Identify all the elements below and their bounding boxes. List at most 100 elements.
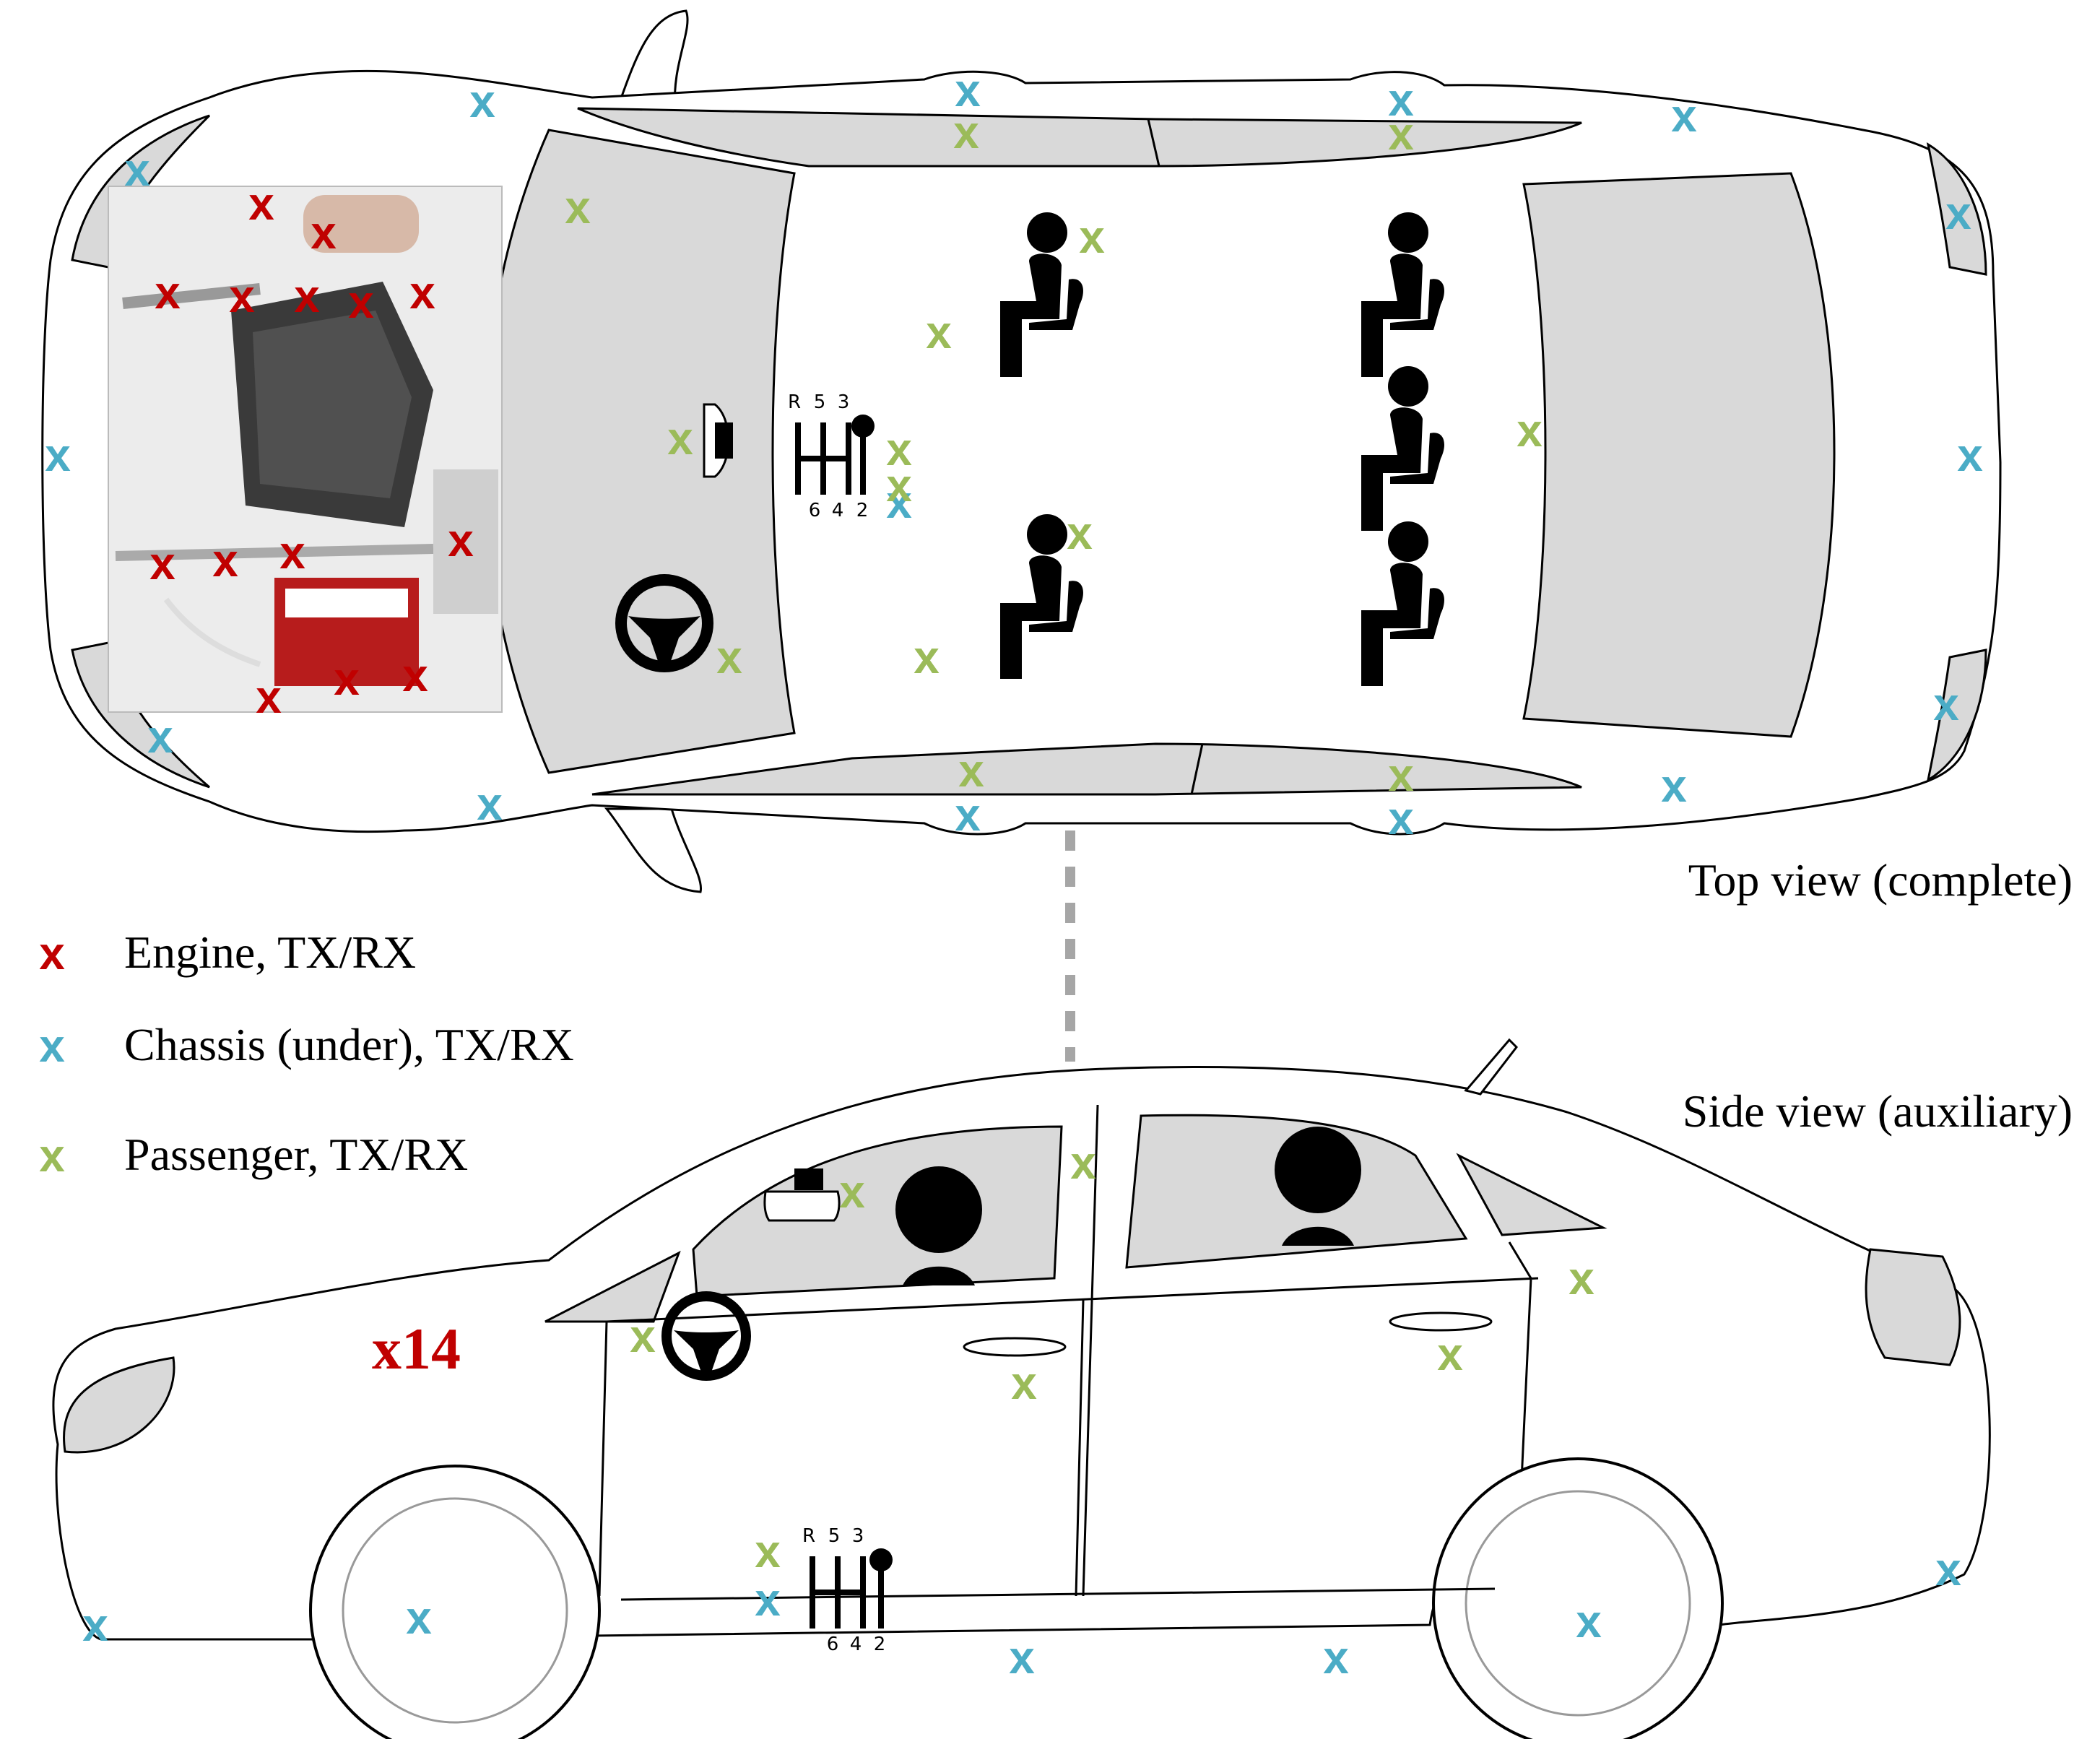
rear-view-mirror-icon <box>763 1168 841 1222</box>
chassis-sensor-marker: x <box>1935 1543 1961 1595</box>
svg-text:R: R <box>802 1525 815 1547</box>
rear-window-top <box>1522 172 1836 738</box>
engine-photo <box>108 186 503 713</box>
right-mirror-top <box>604 807 703 893</box>
passenger-sensor-marker: x <box>839 1166 865 1218</box>
svg-text:2: 2 <box>856 500 869 521</box>
front-quarter-window <box>544 1250 681 1323</box>
engine-sensor-marker: x <box>279 526 305 578</box>
svg-text:4: 4 <box>832 500 844 521</box>
passenger-sensor-marker: x <box>1388 108 1414 160</box>
engine-sensor-marker: x <box>409 266 435 318</box>
engine-sensor-marker: x <box>311 207 337 259</box>
passenger-sensor-marker: x <box>630 1310 656 1362</box>
chassis-sensor-marker: x <box>45 429 71 481</box>
engine-sensor-marker: x <box>149 537 175 589</box>
chassis-sensor-marker: x <box>886 476 912 528</box>
engine-sensor-marker: x <box>448 514 474 566</box>
front-door-window <box>692 1125 1063 1298</box>
chassis-sensor-marker: x <box>955 789 981 841</box>
rear-quarter-window <box>1456 1153 1607 1236</box>
passenger-sensor-marker: x <box>1388 749 1414 801</box>
passenger-sensor-marker: x <box>926 306 952 358</box>
gear-shift-icon: R 5 3 6 4 2 <box>802 1525 893 1655</box>
top-view-caption: Top view (complete) <box>1688 854 2073 906</box>
svg-text:5: 5 <box>814 391 826 413</box>
side-view-caption: Side view (auxiliary) <box>1683 1085 2073 1137</box>
chassis-sensor-marker: x <box>147 711 173 763</box>
steering-wheel-icon <box>661 1291 751 1381</box>
svg-text:R: R <box>788 391 801 413</box>
passenger-sensor-marker: x <box>755 1525 781 1577</box>
passenger-sensor-marker: x <box>1517 404 1543 456</box>
engine-sensor-marker: x <box>248 178 274 230</box>
svg-text:2: 2 <box>874 1634 886 1655</box>
chassis-sensor-marker: x <box>1671 90 1697 142</box>
steering-wheel-icon <box>615 574 713 672</box>
passenger-sensor-marker: x <box>1067 507 1093 559</box>
passenger-sensor-marker: x <box>886 423 912 475</box>
front-right-headlight <box>71 641 210 789</box>
legend-marker-engine: x <box>39 927 65 979</box>
passenger-sensor-marker: x <box>886 459 912 511</box>
svg-text:4: 4 <box>850 1634 862 1655</box>
legend: x Engine, TX/RX x Chassis (under), TX/RX… <box>39 927 574 1181</box>
legend-label-engine: Engine, TX/RX <box>124 927 416 978</box>
chassis-sensor-marker: x <box>469 75 495 127</box>
passenger-sensor-marker: x <box>958 745 984 797</box>
rear-right-taillight <box>1926 649 1987 783</box>
chassis-sensor-marker: x <box>406 1592 432 1644</box>
passenger-sensor-marker: x <box>1079 211 1105 263</box>
svg-text:5: 5 <box>828 1525 841 1547</box>
left-mirror-top <box>615 9 689 110</box>
chassis-sensor-marker: x <box>124 144 150 196</box>
legend-marker-chassis: x <box>39 1020 65 1072</box>
passenger-sensor-marker: x <box>1437 1328 1463 1380</box>
chassis-sensor-marker: x <box>1576 1595 1602 1647</box>
rear-wheel <box>1432 1457 1724 1739</box>
front-headlight-side <box>63 1356 175 1454</box>
passenger-sensor-marker: x <box>1569 1252 1594 1304</box>
front-wheel <box>309 1465 601 1739</box>
engine-sensor-marker: x <box>155 266 181 318</box>
svg-text:3: 3 <box>838 391 850 413</box>
tail-light-side <box>1865 1248 1961 1366</box>
rear-view-mirror-icon <box>703 403 733 478</box>
chassis-sensor-marker: x <box>1945 187 1971 239</box>
side-view-car <box>52 1038 1991 1739</box>
legend-label-chassis: Chassis (under), TX/RX <box>124 1019 574 1070</box>
passenger-sensor-marker: x <box>1070 1137 1096 1189</box>
passenger-sensor-marker: x <box>667 412 693 464</box>
chassis-sensor-marker: x <box>1323 1631 1349 1683</box>
svg-text:6: 6 <box>809 500 821 521</box>
chassis-sensor-marker: x <box>477 778 503 830</box>
chassis-sensor-marker: x <box>755 1574 781 1626</box>
chassis-sensor-marker: x <box>82 1599 108 1651</box>
engine-sensor-marker: x <box>229 270 255 322</box>
passenger-sensor-marker: x <box>716 631 742 683</box>
left-side-windows-top <box>577 107 1582 168</box>
right-side-windows-top <box>591 742 1582 796</box>
engine-sensor-marker: x <box>348 276 374 328</box>
chassis-sensor-marker: x <box>1957 429 1983 481</box>
legend-label-passenger: Passenger, TX/RX <box>124 1129 468 1180</box>
engine-count-label: x14 <box>372 1316 461 1382</box>
passenger-sensor-marker: x <box>953 106 979 158</box>
passenger-sensor-marker: x <box>914 631 940 683</box>
chassis-sensor-marker: x <box>1009 1631 1035 1683</box>
engine-sensor-marker: x <box>402 649 428 701</box>
chassis-sensor-marker: x <box>1388 74 1414 126</box>
top-view-car <box>41 9 2002 893</box>
engine-sensor-marker: x <box>212 534 238 586</box>
windshield-top <box>482 129 796 774</box>
chassis-sensor-marker: x <box>1933 678 1959 730</box>
engine-sensor-marker: x <box>294 270 320 322</box>
legend-marker-passenger: x <box>39 1129 65 1181</box>
passenger-sensor-marker: x <box>1011 1357 1037 1409</box>
rear-left-taillight <box>1926 142 1987 276</box>
gear-shift-icon: R 5 3 6 4 2 <box>788 391 875 521</box>
passenger-sensor-marker: x <box>565 181 591 233</box>
chassis-sensor-marker: x <box>955 64 981 116</box>
